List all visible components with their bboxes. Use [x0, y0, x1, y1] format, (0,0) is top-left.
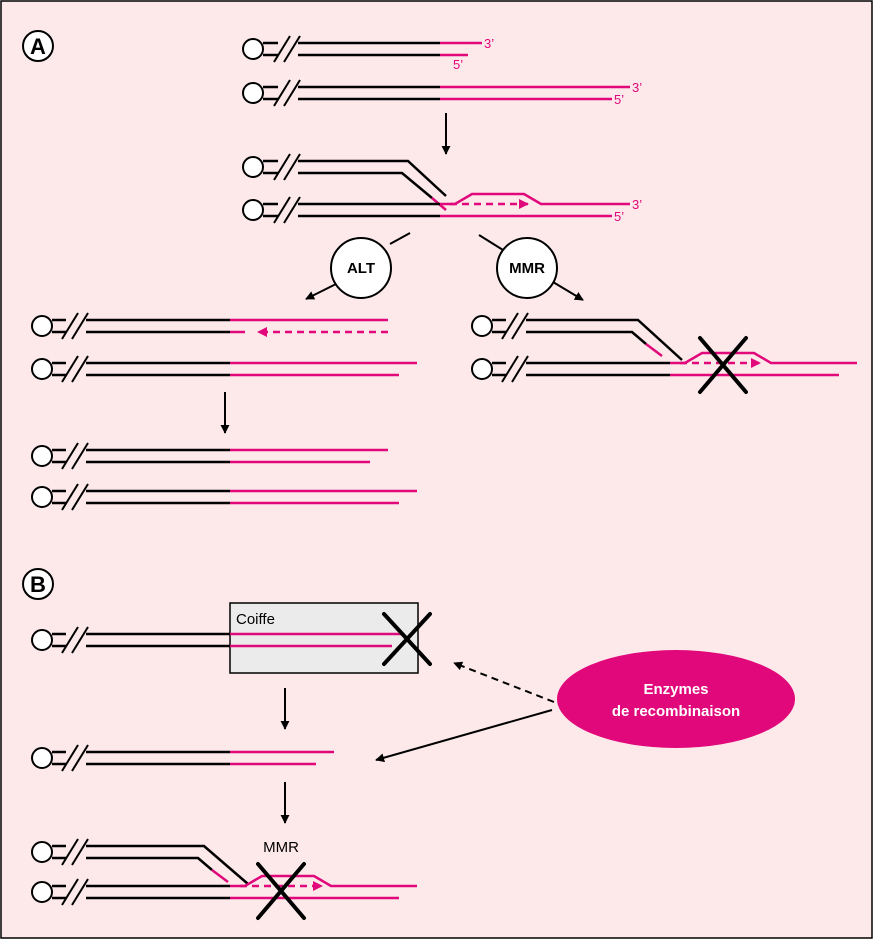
mmr-block-cross [256, 862, 306, 920]
mmr-label: MMR [509, 260, 545, 277]
end-5-label: 5’ [614, 209, 624, 224]
end-5-label: 5’ [453, 57, 463, 72]
end-3-label: 3’ [632, 197, 642, 212]
capped-telomere: Coiffe [31, 602, 432, 674]
mmr-text-label: MMR [263, 839, 299, 856]
arrow-mmr [552, 281, 584, 301]
blocked-invasion-b [31, 838, 417, 920]
panel-b-letter: B [30, 572, 46, 597]
arrow-to-uncapped [375, 709, 553, 763]
end-3-label: 3’ [484, 36, 494, 51]
chromosome-alt-extension [31, 312, 417, 383]
strand-invasion-a [242, 153, 630, 224]
arrow-dashed-to-cap [453, 661, 555, 703]
arrow-alt [305, 283, 337, 300]
panel-a-letter: A [30, 34, 46, 59]
end-5-label: 5’ [614, 92, 624, 107]
panel-a: A 3’ 5’ 3’ 5’ [22, 30, 857, 511]
panel-b: B Coiffe Enzymes de recombinaison [22, 568, 795, 920]
enzyme-label-line1: Enzymes [643, 681, 708, 698]
alt-badge: ALT [330, 237, 392, 299]
cap-block-cross [382, 612, 432, 666]
chromosome-a1 [242, 35, 482, 63]
chromosome-mmr-blocked [471, 312, 857, 394]
chromosome-alt-final [31, 442, 417, 511]
mmr-block-cross [698, 336, 748, 394]
mmr-badge: MMR [496, 237, 558, 299]
alt-label: ALT [347, 260, 375, 277]
cap-label: Coiffe [236, 611, 275, 628]
panel-b-label: B [22, 568, 54, 600]
recombination-enzymes: Enzymes de recombinaison [557, 650, 795, 748]
panel-a-label: A [22, 30, 54, 62]
enzyme-label-line2: de recombinaison [612, 703, 740, 720]
chromosome-a2 [242, 79, 630, 107]
end-3-label: 3’ [632, 80, 642, 95]
uncapped-telomere [31, 744, 334, 772]
